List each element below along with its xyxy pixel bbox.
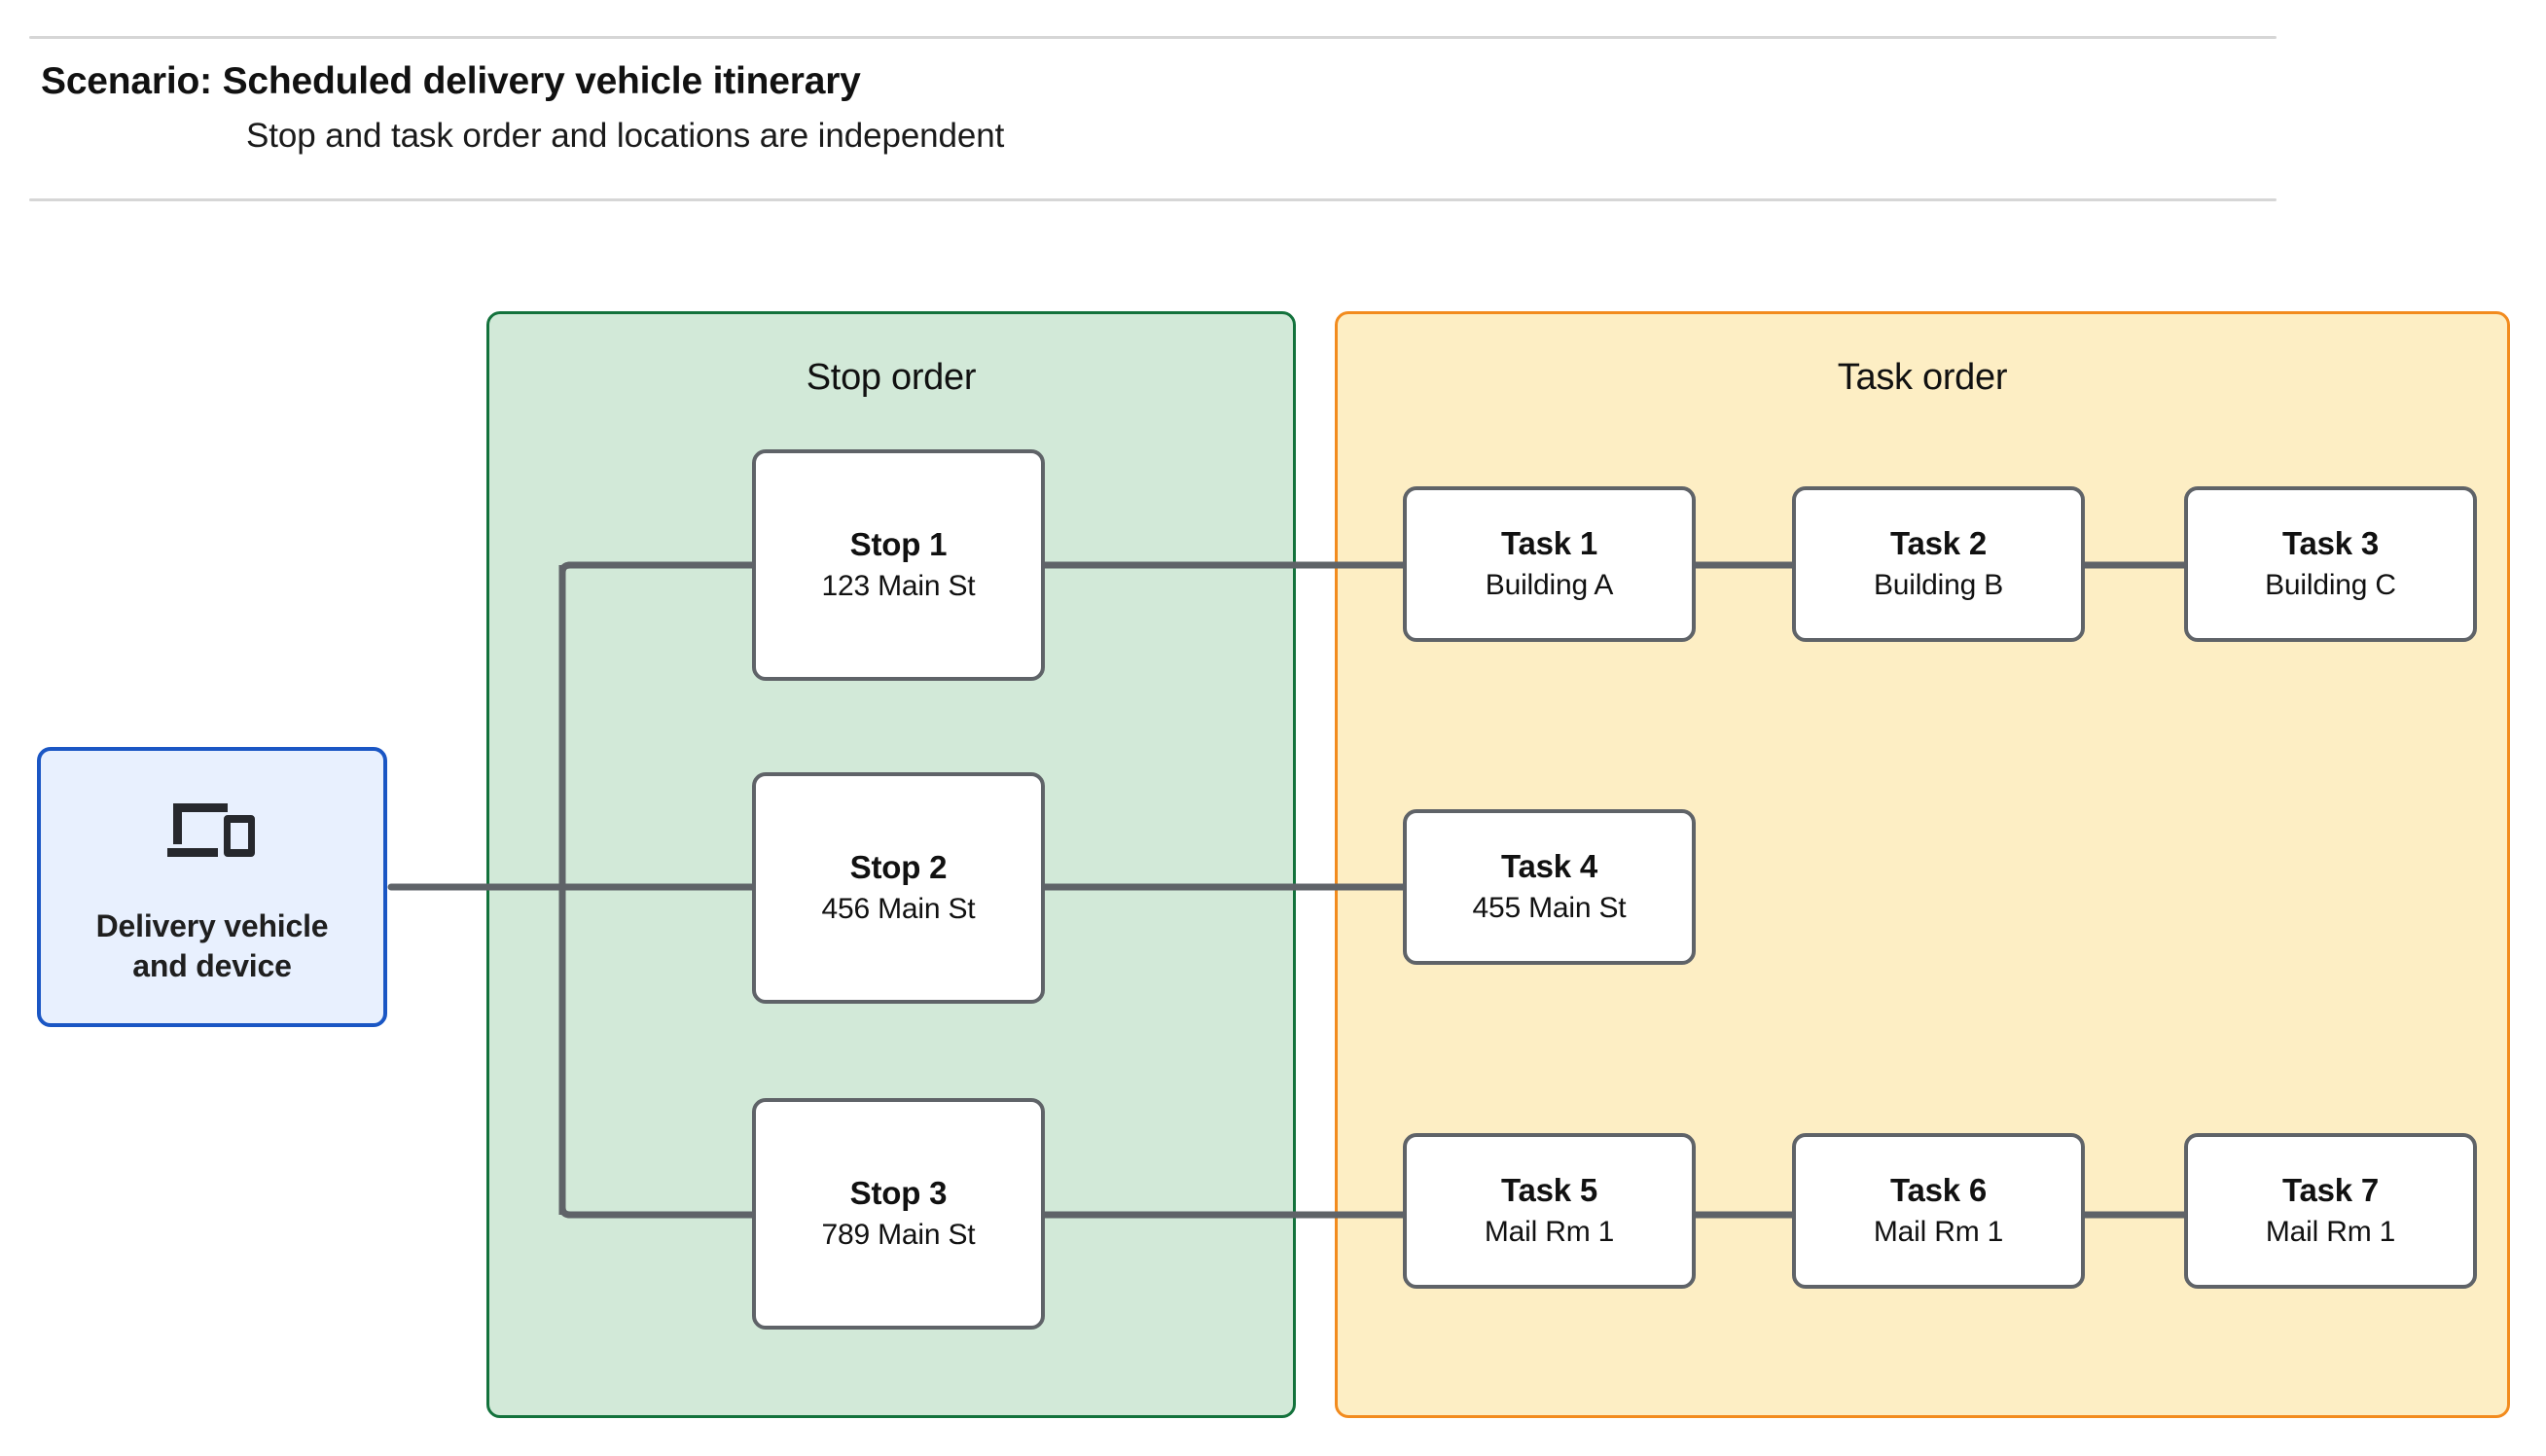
- stop-card-title: Stop 2: [849, 848, 948, 885]
- task-card-5[interactable]: Task 5 Mail Rm 1: [1403, 1133, 1696, 1289]
- task-card-location: Mail Rm 1: [1873, 1216, 2004, 1249]
- task-card-location: Building C: [2265, 569, 2396, 602]
- task-card-location: Building A: [1485, 569, 1614, 602]
- task-card-title: Task 5: [1500, 1171, 1598, 1208]
- task-card-3[interactable]: Task 3 Building C: [2184, 486, 2477, 642]
- stop-card-address: 456 Main St: [821, 893, 976, 926]
- task-card-6[interactable]: Task 6 Mail Rm 1: [1792, 1133, 2085, 1289]
- header-divider-top: [29, 36, 2277, 39]
- header-divider-bottom: [29, 198, 2277, 201]
- stop-card-1[interactable]: Stop 1 123 Main St: [752, 449, 1045, 681]
- stop-card-2[interactable]: Stop 2 456 Main St: [752, 772, 1045, 1004]
- task-card-title: Task 4: [1500, 847, 1598, 884]
- task-card-2[interactable]: Task 2 Building B: [1792, 486, 2085, 642]
- stop-card-address: 789 Main St: [821, 1219, 976, 1252]
- task-card-title: Task 2: [1889, 524, 1988, 561]
- stop-card-title: Stop 1: [849, 525, 948, 562]
- task-card-4[interactable]: Task 4 455 Main St: [1403, 809, 1696, 965]
- stop-card-address: 123 Main St: [821, 570, 976, 603]
- task-card-location: Mail Rm 1: [2265, 1216, 2396, 1249]
- stop-card-title: Stop 3: [849, 1174, 948, 1211]
- stop-card-3[interactable]: Stop 3 789 Main St: [752, 1098, 1045, 1330]
- task-card-7[interactable]: Task 7 Mail Rm 1: [2184, 1133, 2477, 1289]
- task-card-title: Task 1: [1500, 524, 1598, 561]
- task-card-title: Task 3: [2281, 524, 2380, 561]
- task-order-title: Task order: [1837, 357, 2008, 398]
- task-card-location: Mail Rm 1: [1484, 1216, 1615, 1249]
- task-card-1[interactable]: Task 1 Building A: [1403, 486, 1696, 642]
- task-card-title: Task 7: [2281, 1171, 2380, 1208]
- stop-order-title: Stop order: [806, 357, 977, 398]
- task-card-location: Building B: [1873, 569, 2004, 602]
- task-card-location: 455 Main St: [1472, 892, 1627, 925]
- devices-icon: [167, 803, 255, 857]
- page-title: Scenario: Scheduled delivery vehicle iti…: [41, 60, 861, 102]
- task-card-title: Task 6: [1889, 1171, 1988, 1208]
- delivery-vehicle-label: Delivery vehicle and device: [95, 908, 329, 983]
- page-subtitle: Stop and task order and locations are in…: [246, 117, 1005, 155]
- delivery-vehicle-node[interactable]: Delivery vehicle and device: [37, 747, 387, 1027]
